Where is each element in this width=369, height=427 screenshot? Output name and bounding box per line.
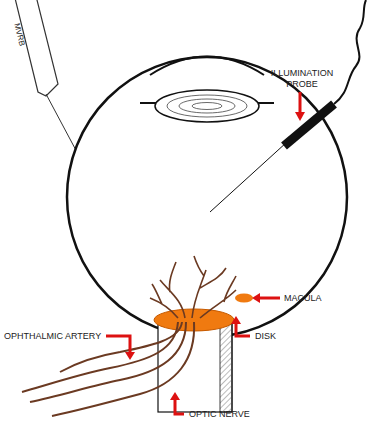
macula-label: MACULA	[284, 293, 322, 304]
eyeball	[67, 57, 347, 337]
retinal-vessels	[150, 256, 236, 318]
cornea	[150, 57, 264, 76]
artery-label: OPHTHALMIC ARTERY	[4, 331, 101, 342]
lens	[140, 90, 274, 122]
macula-spot	[235, 294, 253, 303]
arrowheads	[125, 112, 305, 400]
nerve-label: OPTIC NERVE	[189, 409, 250, 420]
illumination-probe	[210, 0, 366, 212]
disk-label: DISK	[255, 331, 276, 342]
pointer-arrows	[106, 92, 300, 414]
probe-label: ILLUMINATION PROBE	[262, 68, 342, 90]
